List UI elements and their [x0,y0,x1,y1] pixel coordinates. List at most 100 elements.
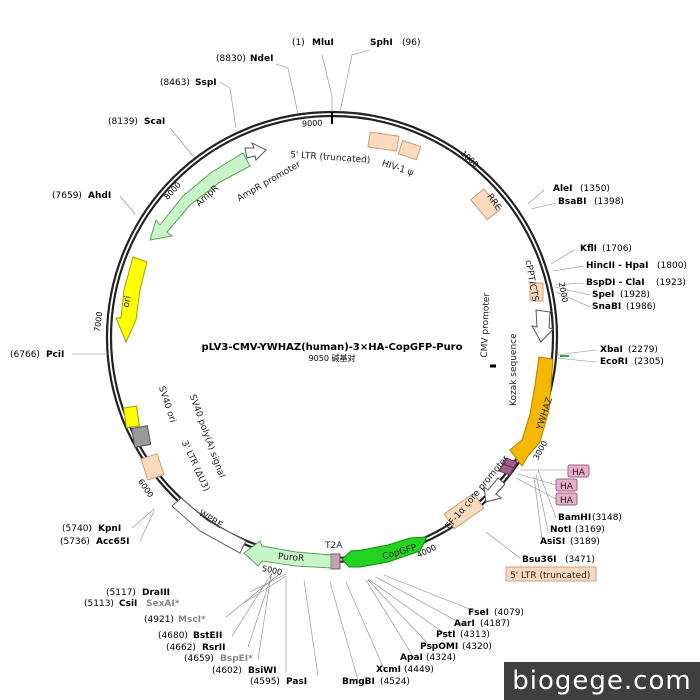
site-pos-asisi: (3189) [570,537,600,547]
site-pos-snabi: (1986) [626,302,656,312]
feature-puror[interactable]: PuroR [243,540,332,569]
feature-ampr[interactable]: AmpR [149,152,251,241]
site-bsu36i[interactable]: Bsu36I [522,555,557,565]
site-kpni[interactable]: KpnI [98,524,121,534]
site-acc65i[interactable]: Acc65I [96,537,130,547]
site-pcii[interactable]: PciI [46,350,64,360]
site-pos-kfli: (1706) [602,244,632,254]
plasmid-size: 9050 碱基对 [309,353,356,363]
site-bmgbi[interactable]: BmgBI [342,677,375,687]
site-pos-hincii-hpai: (1800) [657,261,687,271]
site-pos-bspdi-clai: (1923) [656,278,686,288]
site-pos-bspei: (4659) [184,654,214,664]
site-pos-ndei: (8830) [216,54,246,64]
feature-label-puror: PuroR [278,552,305,564]
site-kfli[interactable]: KflI [580,244,597,254]
feature-label-cppt-cts: cPPT/CTS [523,259,540,302]
site-pos-mlui: (1) [292,38,305,48]
site-pos-fsei: (4079) [494,608,524,618]
site-pos-xbai: (2279) [628,345,658,355]
site-leaders [72,49,597,681]
site-csii[interactable]: CsiI [119,599,137,609]
site-msci[interactable]: MscI* [178,615,206,625]
site-pos-kpni: (5740) [62,524,92,534]
site-pos-bsabi: (1398) [594,197,624,207]
tick-label-5000: 5000 [261,564,283,577]
site-bamhi[interactable]: BamHI [558,513,591,523]
site-pos-ecori: (2305) [634,357,664,367]
site-sspi[interactable]: SspI [195,78,217,88]
site-pos-aari: (4187) [480,619,510,629]
site-sphi[interactable]: SphI [370,38,393,48]
site-pos-bmgbi: (4524) [380,677,410,687]
site-xcmi[interactable]: XcmI [376,665,401,675]
feature-label-ori: ori [121,295,133,309]
site-sexai[interactable]: SexAI* [146,599,180,609]
site-draiii[interactable]: DraIII [142,588,170,598]
site-pos-noti: (3169) [575,525,605,535]
tick-label-9000: 9000 [302,118,323,128]
watermark-logo: biogege.com [504,662,700,700]
feature-ori[interactable]: ori [115,256,148,344]
site-fsei[interactable]: FseI [468,608,489,618]
site-pos-draiii: (5117) [106,588,136,598]
feature-label-t2a: T2A [324,541,343,551]
site-xbai[interactable]: XbaI [600,345,623,355]
feature-label-ef1a-promoter: EF-1α core promoter [444,454,511,532]
site-ahdi[interactable]: AhdI [88,191,111,201]
site-pos-csii: (5113) [84,599,114,609]
feature-sv40-ori[interactable]: SV40 ori [123,385,178,429]
feature-cppt-cts[interactable]: cPPT/CTS [523,259,544,302]
site-ecori[interactable]: EcoRI [600,357,628,367]
feature-kozak[interactable]: Kozak sequence [490,333,519,406]
feature-cmv-promoter[interactable]: CMV promoter [480,292,554,358]
site-pos-bsiwi: (4602) [212,666,242,676]
feature-label-ha-1: HA [572,468,586,478]
site-pos-sphi: (96) [402,38,420,48]
site-pspomi[interactable]: PspOMI [420,642,458,652]
site-bspdi-clai[interactable]: BspDI - ClaI [586,278,645,288]
site-psti[interactable]: PstI [436,630,455,640]
site-pos-apai: (4324) [426,653,456,663]
site-apai[interactable]: ApaI [400,653,423,663]
site-spei[interactable]: SpeI [592,290,614,300]
site-pos-msci: (4921) [144,615,174,625]
feature-label-kozak: Kozak sequence [509,333,519,406]
feature-rre[interactable]: RRE [470,188,503,221]
site-mlui[interactable]: MluI [312,38,334,48]
tick-label-8000: 8000 [162,180,182,201]
feature-ha-tags[interactable]: HA HA HA [498,457,590,506]
feature-label-sv40-ori: SV40 ori [156,385,177,424]
tick-label-6000: 6000 [136,477,155,499]
site-alei[interactable]: AleI [553,184,573,194]
feature-label-ha-2: HA [560,482,574,492]
site-bsiwi[interactable]: BsiWI [248,666,277,676]
site-rsrii[interactable]: RsrII [202,643,225,653]
feature-ef1a-promoter[interactable]: EF-1α core promoter [443,454,511,532]
site-bspei[interactable]: BspEI* [220,654,253,664]
site-pos-ahdi: (7659) [52,191,82,201]
site-aari[interactable]: AarI [454,619,475,629]
site-pos-pasi: (4595) [250,677,280,687]
feature-copgfp[interactable]: CopGFP [341,536,428,568]
site-hincii-hpai[interactable]: HincII - HpaI [586,261,648,271]
site-pos-acc65i: (5736) [60,537,90,547]
feature-label-5ltr: 5' LTR (truncated) [290,150,371,166]
site-noti[interactable]: NotI [550,525,571,535]
plasmid-name: pLV3-CMV-YWHAZ(human)-3×HA-CopGFP-Puro [202,342,463,353]
site-snabi[interactable]: SnaBI [592,302,621,312]
site-pos-bsteii: (4680) [158,631,188,641]
site-asisi[interactable]: AsiSI [540,537,565,547]
site-pasi[interactable]: PasI [286,677,307,687]
site-scai[interactable]: ScaI [144,117,165,127]
site-bsabi[interactable]: BsaBI [558,197,587,207]
feature-wpre[interactable]: WPRE [171,497,247,554]
tick-label-2000: 2000 [557,281,569,303]
feature-3ltr[interactable]: 3' LTR (ΔU3) [140,439,211,493]
site-pos-sspi: (8463) [160,78,190,88]
site-pos-bamhi: (3148) [592,513,622,523]
feature-label-cmv-promoter: CMV promoter [480,292,492,357]
site-bsteii[interactable]: BstEII [193,631,222,641]
site-ndei[interactable]: NdeI [250,54,273,64]
